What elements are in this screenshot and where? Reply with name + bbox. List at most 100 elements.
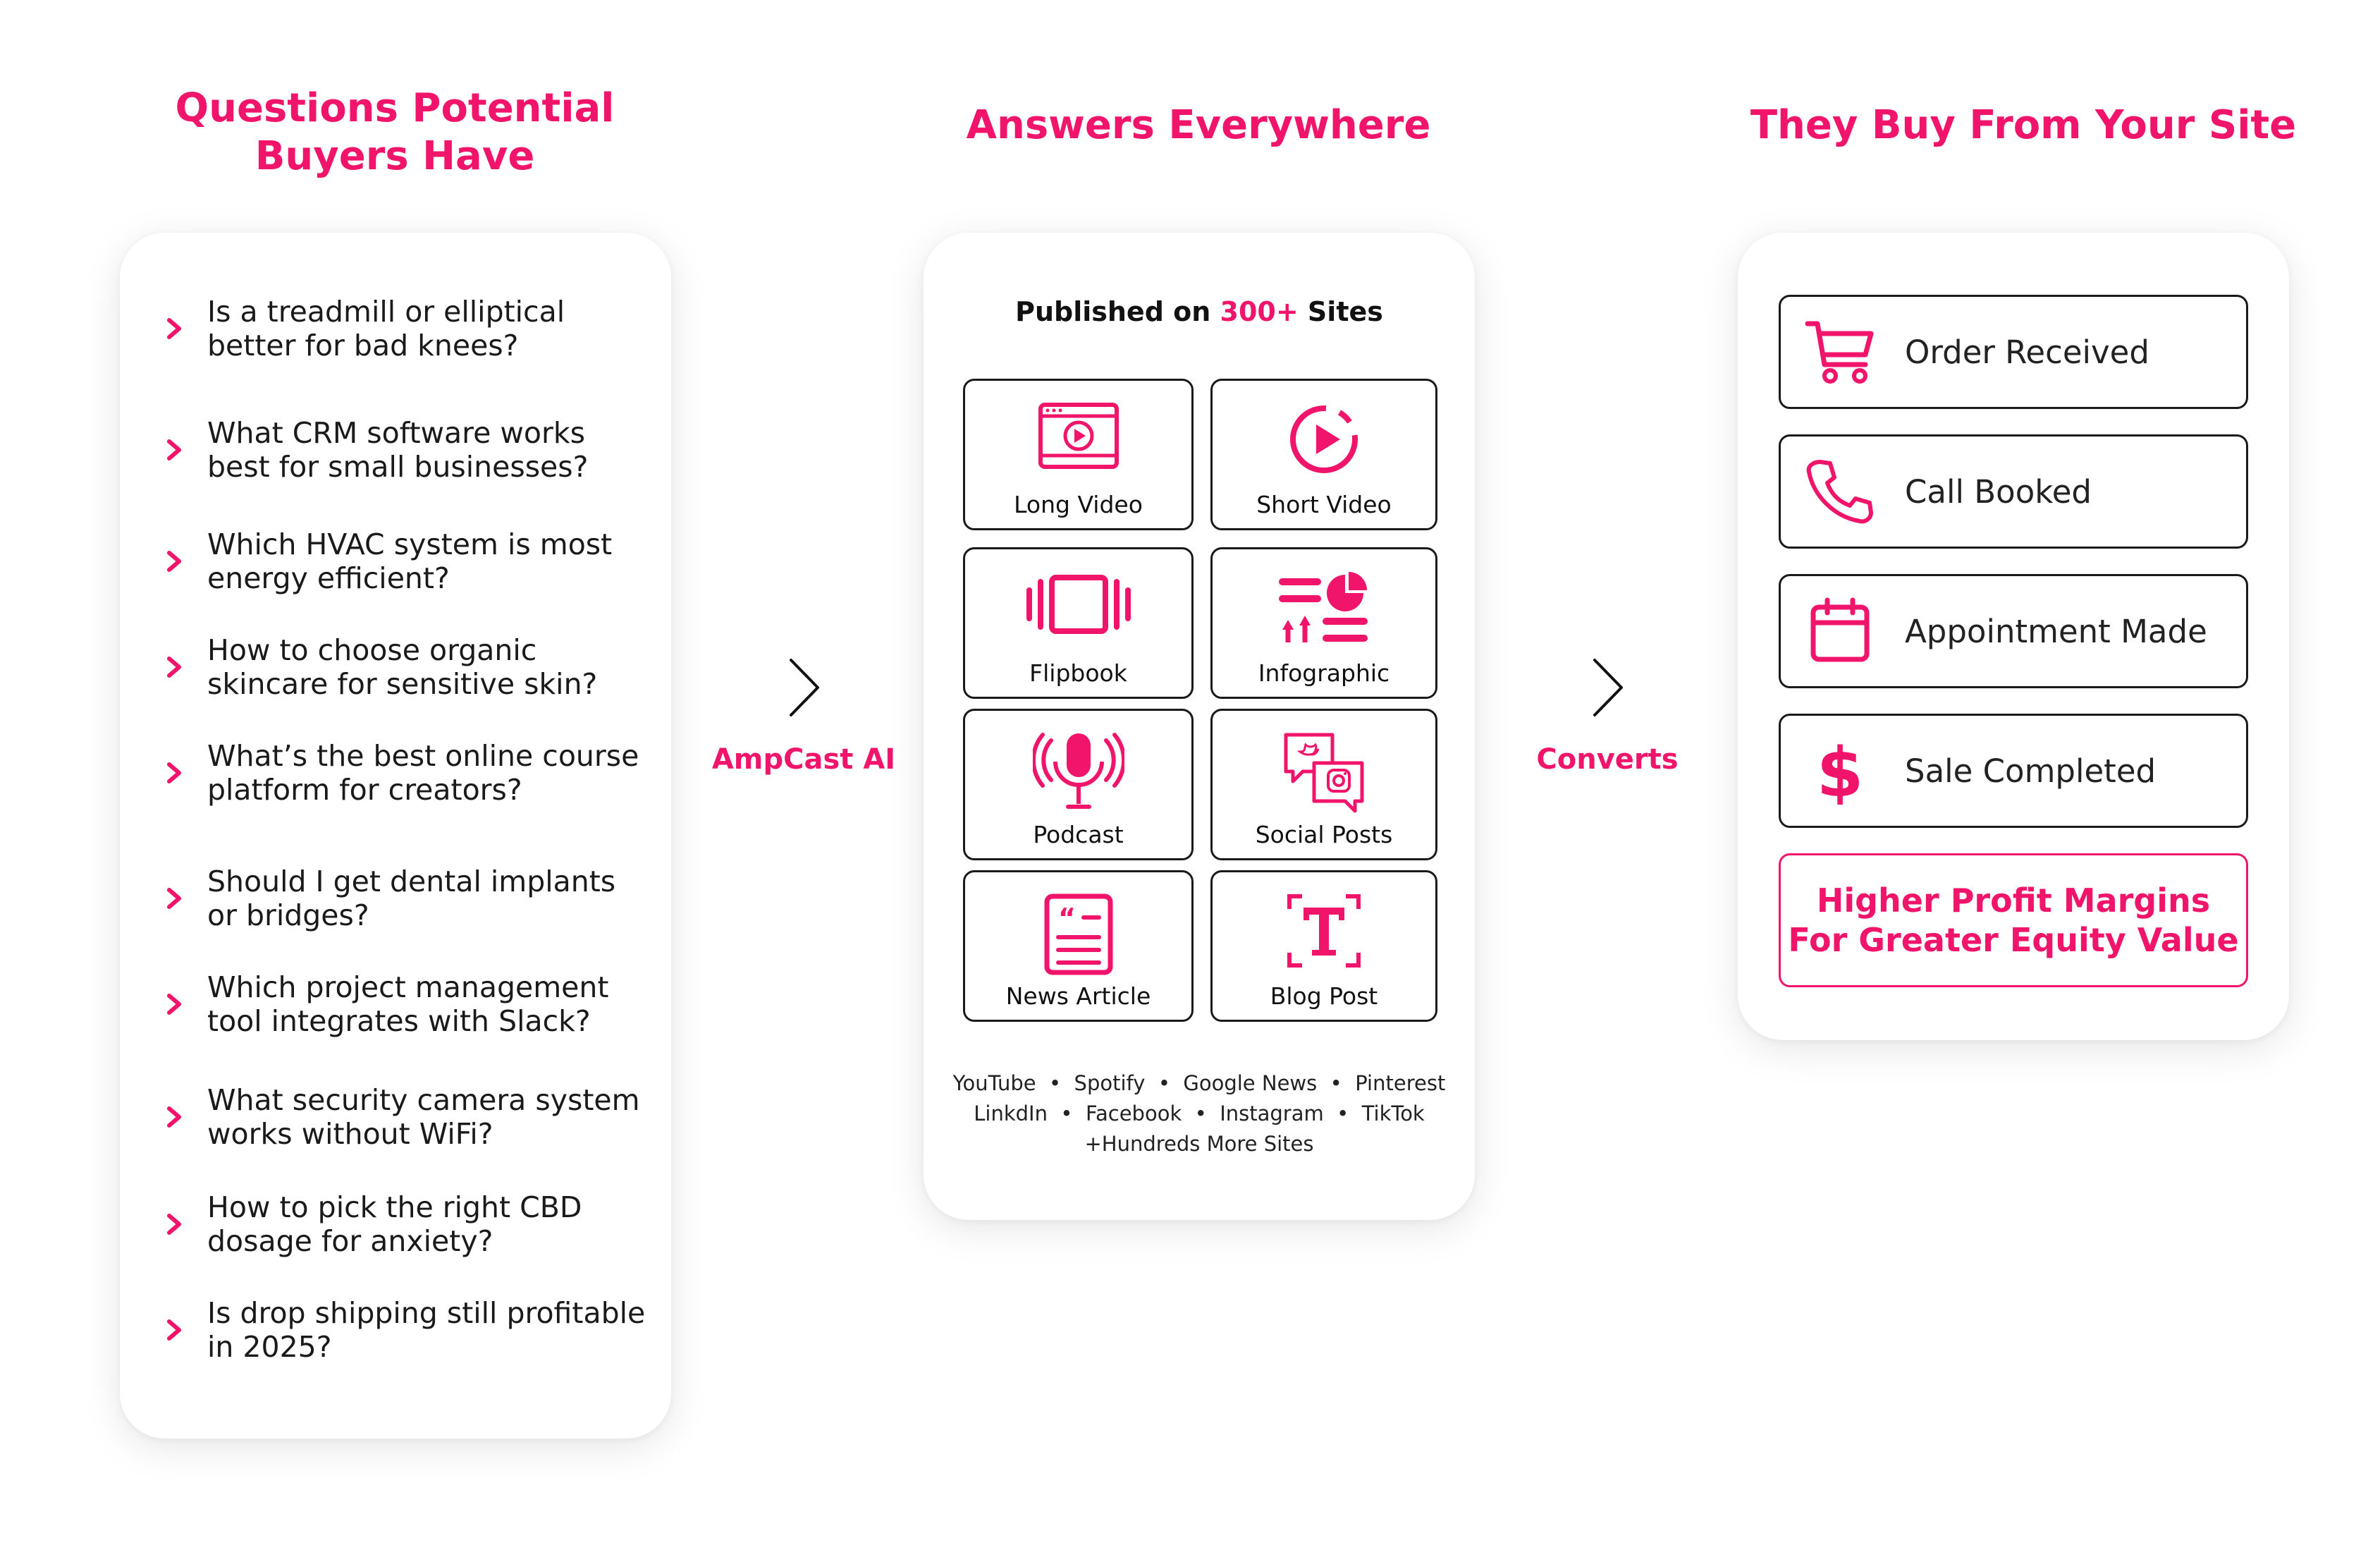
question-line2: skincare for sensitive skin? <box>207 667 598 701</box>
chevron-right-icon <box>167 439 181 460</box>
outcome-label-sale-completed: Sale Completed <box>1905 752 2157 790</box>
question-line2: energy efficient? <box>207 561 450 595</box>
flow-ampcast: AmpCast AI <box>698 656 909 776</box>
outcome-order-received: Order Received <box>1779 295 2248 409</box>
left-heading-line2: Buyers Have <box>254 133 535 179</box>
question-line1: What’s the best online course <box>207 739 639 773</box>
question-line1: Which project management <box>207 970 609 1004</box>
question-line2: best for small businesses? <box>207 450 589 484</box>
flow-converts: Converts <box>1502 656 1713 776</box>
calendar-icon <box>1810 597 1870 662</box>
outcomes-card: Order Received Call Booked Appointment M… <box>1738 233 2289 1040</box>
tile-short-video: Short Video <box>1210 379 1437 530</box>
question-line2: works without WiFi? <box>207 1117 493 1151</box>
outcome-label-appointment-made: Appointment Made <box>1905 612 2207 650</box>
question-line2: better for bad knees? <box>207 329 519 362</box>
text-t-icon <box>1287 894 1361 968</box>
infographic-icon <box>1279 572 1368 642</box>
flipbook-icon <box>1026 575 1131 634</box>
tile-long-video: Long Video <box>963 379 1194 530</box>
platforms-line1: YouTube • Spotify • Google News • Pinter… <box>952 1071 1446 1095</box>
question-line1: Should I get dental implants <box>207 865 616 898</box>
tile-podcast: Podcast <box>963 709 1194 860</box>
chevron-right-icon <box>167 994 181 1015</box>
outcome-call-booked: Call Booked <box>1779 434 2248 549</box>
dollar-sign-icon: $ <box>1817 737 1864 805</box>
question-line1: Is drop shipping still profitable <box>207 1296 646 1330</box>
chevron-right-icon <box>1593 659 1623 716</box>
chevron-right-icon <box>167 1106 181 1128</box>
tile-label-news-article: News Article <box>1005 982 1151 1010</box>
outcome-label-call-booked: Call Booked <box>1905 472 2092 511</box>
cta-line1: Higher Profit Margins <box>1816 881 2211 920</box>
profit-callout: Higher Profit Margins For Greater Equity… <box>1779 853 2248 987</box>
tile-label-blog-post: Blog Post <box>1270 982 1378 1010</box>
shopping-cart-icon <box>1805 321 1874 384</box>
tile-blog-post: Blog Post <box>1210 870 1437 1022</box>
chevron-right-icon <box>167 657 181 678</box>
outcome-sale-completed: $ Sale Completed <box>1779 714 2248 828</box>
question-line1: What CRM software works <box>207 416 585 450</box>
tile-flipbook: Flipbook <box>963 547 1194 699</box>
platforms-line2: LinkdIn • Facebook • Instagram • TikTok <box>974 1102 1425 1125</box>
tile-label-infographic: Infographic <box>1258 659 1390 687</box>
chevron-right-icon <box>167 1319 181 1341</box>
video-player-icon <box>1038 403 1119 469</box>
svg-text:“: “ <box>1058 903 1076 934</box>
tile-infographic: Infographic <box>1210 547 1437 699</box>
question-line2: tool integrates with Slack? <box>207 1004 591 1038</box>
published-title: Published on 300+ Sites <box>924 296 1475 327</box>
chevron-right-icon <box>167 318 181 339</box>
question-line1: What security camera system <box>207 1083 640 1117</box>
phone-icon <box>1806 460 1873 524</box>
question-line1: How to pick the right CBD <box>207 1190 582 1224</box>
platform-list: YouTube • Spotify • Google News • Pinter… <box>924 1068 1475 1159</box>
question-line2: platform for creators? <box>207 773 522 807</box>
outcome-label-order-received: Order Received <box>1905 333 2149 371</box>
outcome-appointment-made: Appointment Made <box>1779 574 2248 688</box>
tile-label-short-video: Short Video <box>1256 491 1392 518</box>
tile-label-long-video: Long Video <box>1014 491 1143 518</box>
question-line2: or bridges? <box>207 898 369 932</box>
published-suffix: Sites <box>1298 296 1383 327</box>
tile-social-posts: Social Posts <box>1210 709 1437 860</box>
left-heading-line1: Questions Potential <box>175 85 615 131</box>
published-prefix: Published on <box>1015 296 1220 327</box>
published-count: 300+ <box>1220 296 1299 327</box>
question-line1: Which HVAC system is most <box>207 527 613 561</box>
platforms-line3: +Hundreds More Sites <box>1084 1132 1314 1156</box>
left-heading: Questions Potential Buyers Have <box>120 85 670 181</box>
middle-heading: Answers Everywhere <box>966 102 1431 148</box>
cta-line2: For Greater Equity Value <box>1788 921 2239 959</box>
chevron-right-icon <box>167 762 181 783</box>
tile-label-flipbook: Flipbook <box>1029 659 1127 687</box>
tile-label-podcast: Podcast <box>1033 821 1124 848</box>
news-article-icon: “ <box>1044 893 1112 975</box>
question-line2: dosage for anxiety? <box>207 1224 493 1258</box>
flow-label-ampcast: AmpCast AI <box>711 743 896 776</box>
question-line1: How to choose organic <box>207 633 537 667</box>
tile-news-article: “ News Article <box>963 870 1194 1022</box>
right-heading: They Buy From Your Site <box>1750 102 2297 148</box>
question-line2: in 2025? <box>207 1330 332 1364</box>
chevron-right-icon <box>790 659 819 716</box>
